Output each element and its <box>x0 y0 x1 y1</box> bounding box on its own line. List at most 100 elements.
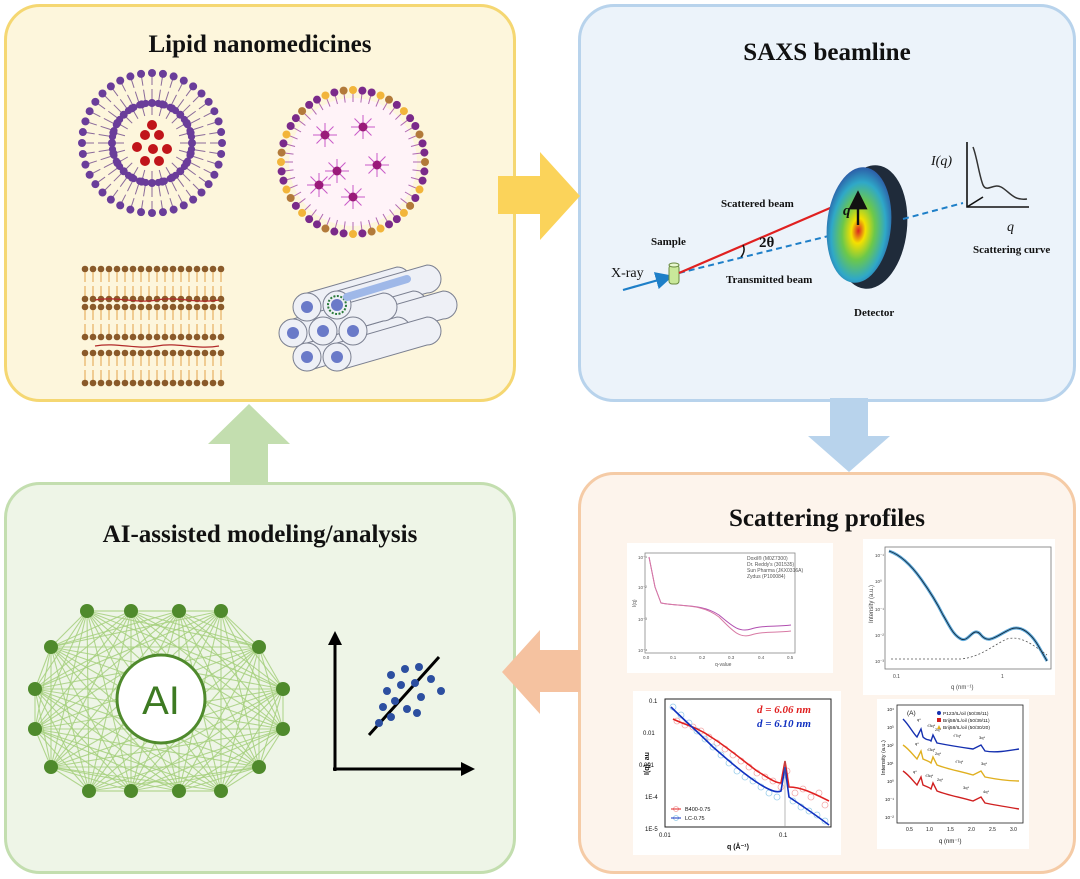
network-node <box>44 640 58 654</box>
arrow-saxs-to-scattering <box>808 398 890 472</box>
p4-xtick-1: 0.5 <box>906 827 913 833</box>
p3-ylabel: I(q), au <box>644 752 651 775</box>
p4-ytick-7: 10⁻² <box>885 815 894 820</box>
p3-ytick-1: 0.1 <box>649 699 658 705</box>
network-node <box>276 682 290 696</box>
lipid-nanoparticle-illustration <box>277 86 429 238</box>
angle-label: 2θ <box>759 235 775 251</box>
p4-xtick-5: 2.5 <box>989 827 996 833</box>
sample-label: Sample <box>651 236 686 248</box>
p4-peak-2: √3q* <box>927 723 936 728</box>
p4-legend-2: Brij58/IL/oil (50/39/11) <box>943 718 990 724</box>
arrow-ai-to-lipid <box>208 404 290 484</box>
p3-d2-label: d = 6.10 nm <box>757 718 811 730</box>
p4-peak-11: q* <box>913 769 917 774</box>
p4-peak-4: √7q* <box>953 733 962 738</box>
ai-panel-title: AI-assisted modeling/analysis <box>102 521 418 548</box>
p4-peak-labels: q* √3q* 2q* √7q* 3q* q* √3q* 2q* √7q* 3q… <box>913 717 989 794</box>
p4-panel-label: (A) <box>907 710 916 717</box>
network-node <box>172 784 186 798</box>
p1-legend-3: Sun Pharma (JKX0316A) <box>747 568 803 574</box>
network-node <box>28 722 42 736</box>
p1-xtick-4: 0.3 <box>728 655 735 660</box>
p2-ytick-2: 10⁰ <box>875 579 882 584</box>
p4-series-brij-11 <box>902 744 1020 782</box>
p1-xtick-3: 0.2 <box>699 655 706 660</box>
network-node <box>82 784 96 798</box>
p2-xlabel: q (nm⁻¹) <box>951 685 974 691</box>
p4-ytick-1: 10⁴ <box>887 707 894 712</box>
network-node <box>124 604 138 618</box>
p1-ytick-4: 10⁻⁴ <box>638 648 647 653</box>
p1-xtick-6: 0.5 <box>787 655 794 660</box>
network-node <box>124 784 138 798</box>
q-vector-label: q <box>843 203 851 219</box>
p3-ytick-3: 0.001 <box>639 763 655 769</box>
ai-center-label: AI <box>142 679 180 723</box>
p3-line-lc <box>670 706 830 826</box>
p1-xlabel: q-value <box>715 662 732 668</box>
iq-axis-label: I(q) <box>930 154 952 169</box>
plot-iq-bicontinuous: d = 6.06 nm d = 6.10 nm I(q), au q (Å⁻¹)… <box>633 691 841 855</box>
p2-ylabel: Intensity (a.u.) <box>869 585 875 623</box>
detector-label: Detector <box>854 307 894 319</box>
p4-xtick-6: 3.0 <box>1010 827 1017 833</box>
p4-peak-9: √7q* <box>955 759 964 764</box>
saxs-panel-title: SAXS beamline <box>743 39 911 66</box>
p4-ytick-4: 10¹ <box>887 761 894 766</box>
network-node <box>28 682 42 696</box>
saxs-beamline-panel: SAXS beamline <box>578 4 1076 402</box>
p3-ytick-5: 1E-5 <box>645 827 658 833</box>
p1-xtick-1: 0.0 <box>643 655 650 660</box>
saxs-setup-diagram: X-ray Sample Scattered beam Transmitted … <box>611 142 1050 319</box>
plot-intensity-microemulsion: (A) P123/IL/oil (50/39/11) Brij58/IL/oil… <box>877 699 1029 849</box>
regression-plot <box>328 631 475 776</box>
network-node <box>276 722 290 736</box>
p2-ytick-1: 10⁻¹ <box>875 553 884 558</box>
lipid-nanomedicines-panel: Lipid nanomedicines <box>4 4 516 402</box>
p4-ylabel: Intensity (a.u.) <box>881 740 887 775</box>
lipid-panel-title: Lipid nanomedicines <box>148 31 372 58</box>
p4-peak-13: 2q* <box>937 777 943 782</box>
p3-ytick-4: 1E-4 <box>645 795 658 801</box>
scattering-panel-title: Scattering profiles <box>728 505 926 532</box>
scattered-beam <box>678 196 856 275</box>
neural-network-graph <box>28 604 290 798</box>
xray-beam <box>622 272 674 292</box>
p1-legend-4: Zydus (P100084) <box>747 574 786 580</box>
plot-intensity-vs-q: q (nm⁻¹) Intensity (a.u.) 0.1 1 10⁻¹ 10⁰… <box>863 539 1055 695</box>
p3-xtick-1: 0.01 <box>659 833 671 839</box>
scattering-plots: Doxil® (M0Z7300) Dr. Reddy's (301535) Su… <box>627 539 1055 855</box>
p4-ytick-5: 10⁰ <box>887 779 894 784</box>
p3-xtick-2: 0.1 <box>779 833 788 839</box>
p4-peak-1: q* <box>917 717 921 722</box>
p3-legend-2: LC-0.75 <box>685 816 705 822</box>
p4-xtick-3: 1.5 <box>947 827 954 833</box>
regression-data-points <box>375 663 445 727</box>
scattering-curve-line <box>972 146 1028 200</box>
detector-to-curve-line <box>902 202 964 220</box>
p4-xlabel: q (nm⁻¹) <box>939 839 962 845</box>
ai-illustration: AI <box>28 604 475 798</box>
p4-peak-8: 2q* <box>935 751 941 756</box>
network-node <box>44 760 58 774</box>
p3-d1-label: d = 6.06 nm <box>757 704 811 716</box>
p4-peak-12: √3q* <box>925 773 934 778</box>
p4-peak-10: 3q* <box>981 761 987 766</box>
lamellar-phase-illustration <box>81 265 225 387</box>
p2-xtick-2: 1 <box>1001 674 1004 680</box>
network-node <box>80 604 94 618</box>
angle-arc <box>740 244 745 258</box>
p4-ytick-2: 10³ <box>887 725 894 730</box>
p4-series-brij-20 <box>902 770 1020 810</box>
scattering-curve-axes <box>966 142 1029 208</box>
p1-ytick-2: 10⁻² <box>638 585 647 590</box>
p2-ytick-3: 10⁻¹ <box>875 607 884 612</box>
scattered-beam-label: Scattered beam <box>721 198 794 210</box>
network-node <box>172 604 186 618</box>
plot-liposome-iq: Doxil® (M0Z7300) Dr. Reddy's (301535) Su… <box>627 543 833 673</box>
network-node <box>214 604 228 618</box>
liposome-illustration <box>78 69 226 217</box>
xray-label: X-ray <box>611 266 644 281</box>
scattering-curve-label: Scattering curve <box>973 244 1050 256</box>
